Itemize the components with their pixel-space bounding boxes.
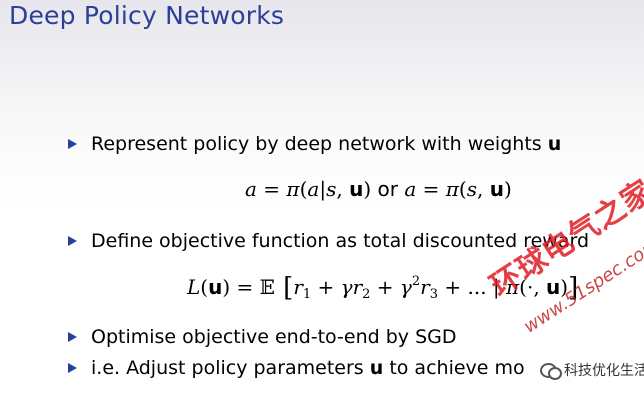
wechat-icon xyxy=(540,362,562,380)
policy-equation: a = π(a|s, u) or a = π(s, u) xyxy=(245,177,512,201)
bullet-text: Optimise objective end-to-end by SGD xyxy=(91,326,457,348)
objective-equation: L(u) = 𝔼 [r1 + γr2 + γ2r3 + ... | π(·, u… xyxy=(187,273,579,303)
wechat-text: 科技优化生活 xyxy=(564,363,644,379)
bullet-item-adjust: i.e. Adjust policy parameters u to achie… xyxy=(68,357,525,379)
bullet-text: i.e. Adjust policy parameters u to achie… xyxy=(91,357,525,379)
bullet-item-objective: Define objective function as total disco… xyxy=(68,230,589,252)
bullet-text: Define objective function as total disco… xyxy=(91,230,590,252)
triangle-bullet-icon xyxy=(68,332,77,342)
triangle-bullet-icon xyxy=(68,236,77,246)
slide-title: Deep Policy Networks xyxy=(9,1,285,30)
bullet-item-represent: Represent policy by deep network with we… xyxy=(68,133,561,155)
bullet-text: Represent policy by deep network with we… xyxy=(91,133,562,155)
triangle-bullet-icon xyxy=(68,363,77,373)
bullet-item-optimise: Optimise objective end-to-end by SGD xyxy=(68,326,456,348)
wechat-badge: 科技优化生活 xyxy=(536,358,644,382)
triangle-bullet-icon xyxy=(68,139,77,149)
